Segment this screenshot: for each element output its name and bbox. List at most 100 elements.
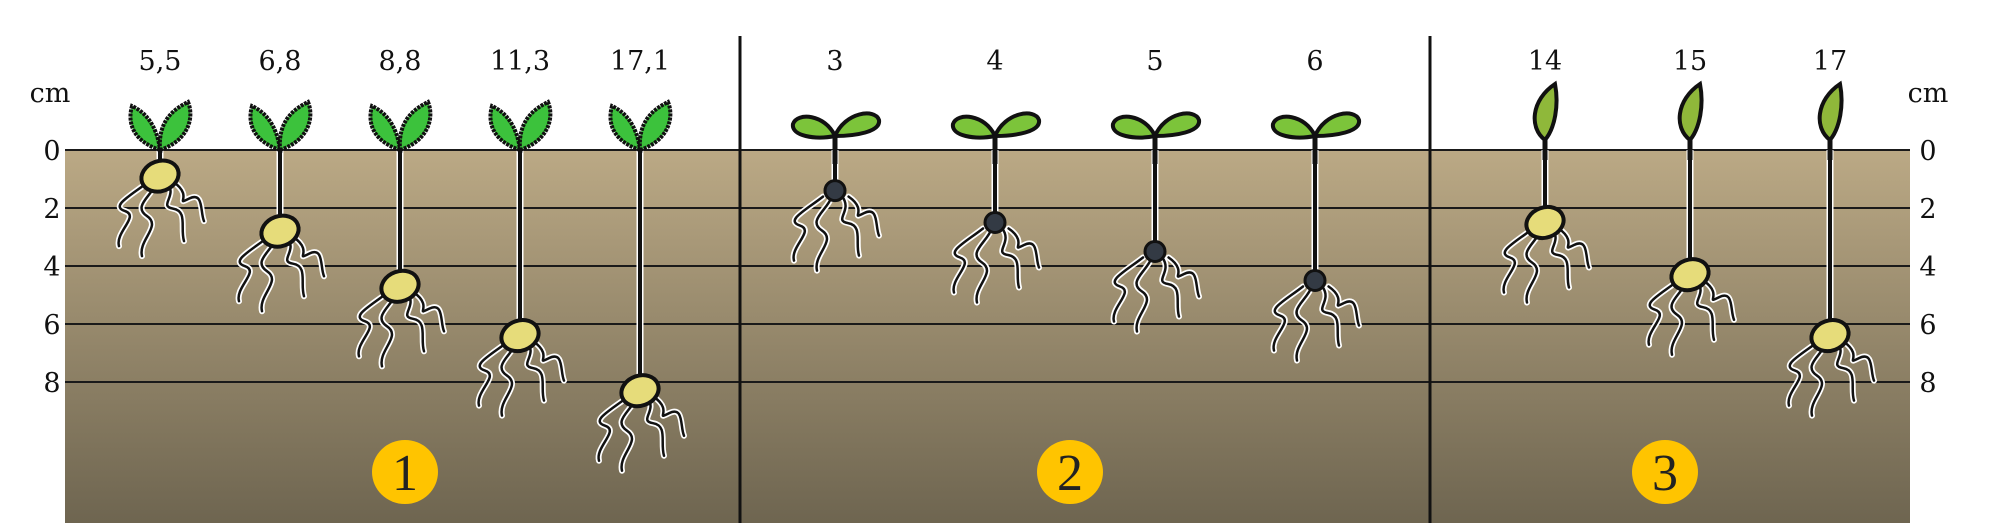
leaf-icon — [1532, 80, 1559, 143]
group-number: 2 — [1057, 445, 1083, 502]
tick-label-left: 6 — [43, 310, 60, 341]
tick-label-right: 8 — [1919, 368, 1936, 399]
leaf-icon — [517, 99, 553, 153]
seed-icon — [823, 179, 847, 203]
tick-label-left: 2 — [43, 194, 60, 225]
group-number: 1 — [392, 445, 418, 502]
root-icon — [477, 340, 510, 407]
plant-length-label: 8,8 — [379, 46, 422, 77]
root-icon — [292, 235, 326, 278]
leaf-icon — [608, 103, 643, 153]
tick-label-left: 4 — [43, 252, 60, 283]
root-icon — [1647, 279, 1680, 346]
leaf-icon — [277, 99, 313, 153]
tick-label-left: 8 — [43, 368, 60, 399]
unit-label-left: cm — [30, 78, 71, 109]
seed-icon — [499, 318, 541, 354]
plant-length-label: 4 — [986, 46, 1003, 77]
root-icon — [597, 395, 630, 462]
root-icon — [1525, 227, 1544, 304]
root-icon — [357, 291, 390, 358]
group-badge: 3 — [1632, 440, 1698, 504]
plant-length-label: 11,3 — [490, 46, 550, 77]
tick-label-right: 2 — [1919, 194, 1936, 225]
group-badge: 2 — [1037, 440, 1103, 504]
root-icon — [260, 235, 279, 313]
root-icon — [1272, 285, 1305, 352]
leaf-icon — [791, 114, 838, 140]
leaf-icon — [248, 103, 283, 153]
leaf-icon — [1271, 114, 1318, 140]
root-icon — [1557, 227, 1591, 269]
seed-icon — [1303, 269, 1327, 292]
seedling: 11,3 — [475, 46, 567, 419]
seedling: 14 — [1500, 46, 1592, 306]
seed-icon — [1143, 240, 1167, 263]
leaf-icon — [951, 114, 998, 140]
seed-icon — [379, 268, 421, 304]
seed-icon — [619, 373, 661, 409]
seed-icon — [1524, 204, 1566, 241]
leaf-icon — [1677, 80, 1704, 143]
root-icon — [1167, 256, 1201, 298]
unit-label-right: cm — [1908, 78, 1949, 109]
root-icon — [525, 340, 546, 402]
axis-ticks-left: 0 2 4 6 8 — [43, 136, 60, 399]
plant-length-label: 14 — [1528, 46, 1562, 77]
seedling: 17 — [1785, 46, 1877, 419]
tick-label-right: 6 — [1919, 310, 1936, 341]
seed-icon — [1809, 318, 1851, 354]
leaf-icon — [128, 103, 163, 153]
leaf-icon — [637, 99, 673, 153]
seedling: 5,5 — [115, 46, 207, 260]
root-icon — [412, 291, 446, 333]
leaf-icon — [831, 111, 881, 139]
plant-length-label: 3 — [826, 46, 843, 77]
root-icon — [1787, 340, 1820, 407]
leaf-icon — [991, 111, 1041, 139]
root-icon — [1135, 256, 1154, 333]
seed-icon — [983, 211, 1007, 234]
plant-length-label: 5 — [1146, 46, 1163, 77]
root-icon — [172, 180, 206, 223]
root-icon — [1550, 227, 1571, 289]
root-icon — [1695, 279, 1716, 341]
root-icon — [1702, 279, 1736, 321]
root-icon — [815, 195, 834, 272]
seedling: 15 — [1645, 46, 1737, 358]
plant-length-label: 17 — [1813, 46, 1847, 77]
leaf-icon — [1817, 80, 1844, 143]
seedling: 5 — [1110, 46, 1202, 335]
root-icon — [1000, 227, 1021, 289]
seedling: 6,8 — [235, 46, 327, 315]
group-dividers — [738, 36, 1432, 523]
seedling: 17,1 — [595, 46, 687, 474]
plant-length-label: 6,8 — [259, 46, 302, 77]
root-icon — [237, 235, 270, 303]
root-icon — [405, 291, 426, 353]
root-icon — [1320, 285, 1341, 347]
root-icon — [1295, 285, 1314, 362]
root-icon — [285, 235, 306, 298]
root-icon — [117, 180, 150, 248]
leaf-icon — [368, 103, 403, 153]
leaf-icon — [1151, 111, 1201, 139]
group-badges: 1 2 3 — [372, 440, 1698, 504]
seedling: 4 — [950, 46, 1042, 306]
tick-label-right: 4 — [1919, 252, 1936, 283]
tick-label-left: 0 — [43, 136, 60, 167]
seed-icon — [259, 213, 301, 249]
root-icon — [1842, 340, 1876, 382]
root-icon — [840, 195, 861, 257]
root-icon — [1112, 256, 1145, 323]
group-badge: 1 — [372, 440, 438, 504]
leaf-icon — [157, 99, 193, 153]
soil-background — [65, 150, 1910, 523]
root-icon — [380, 291, 399, 368]
plant-length-label: 17,1 — [610, 46, 670, 77]
root-icon — [532, 340, 566, 382]
root-icon — [975, 227, 994, 304]
root-icon — [652, 395, 686, 437]
root-icon — [500, 340, 519, 417]
